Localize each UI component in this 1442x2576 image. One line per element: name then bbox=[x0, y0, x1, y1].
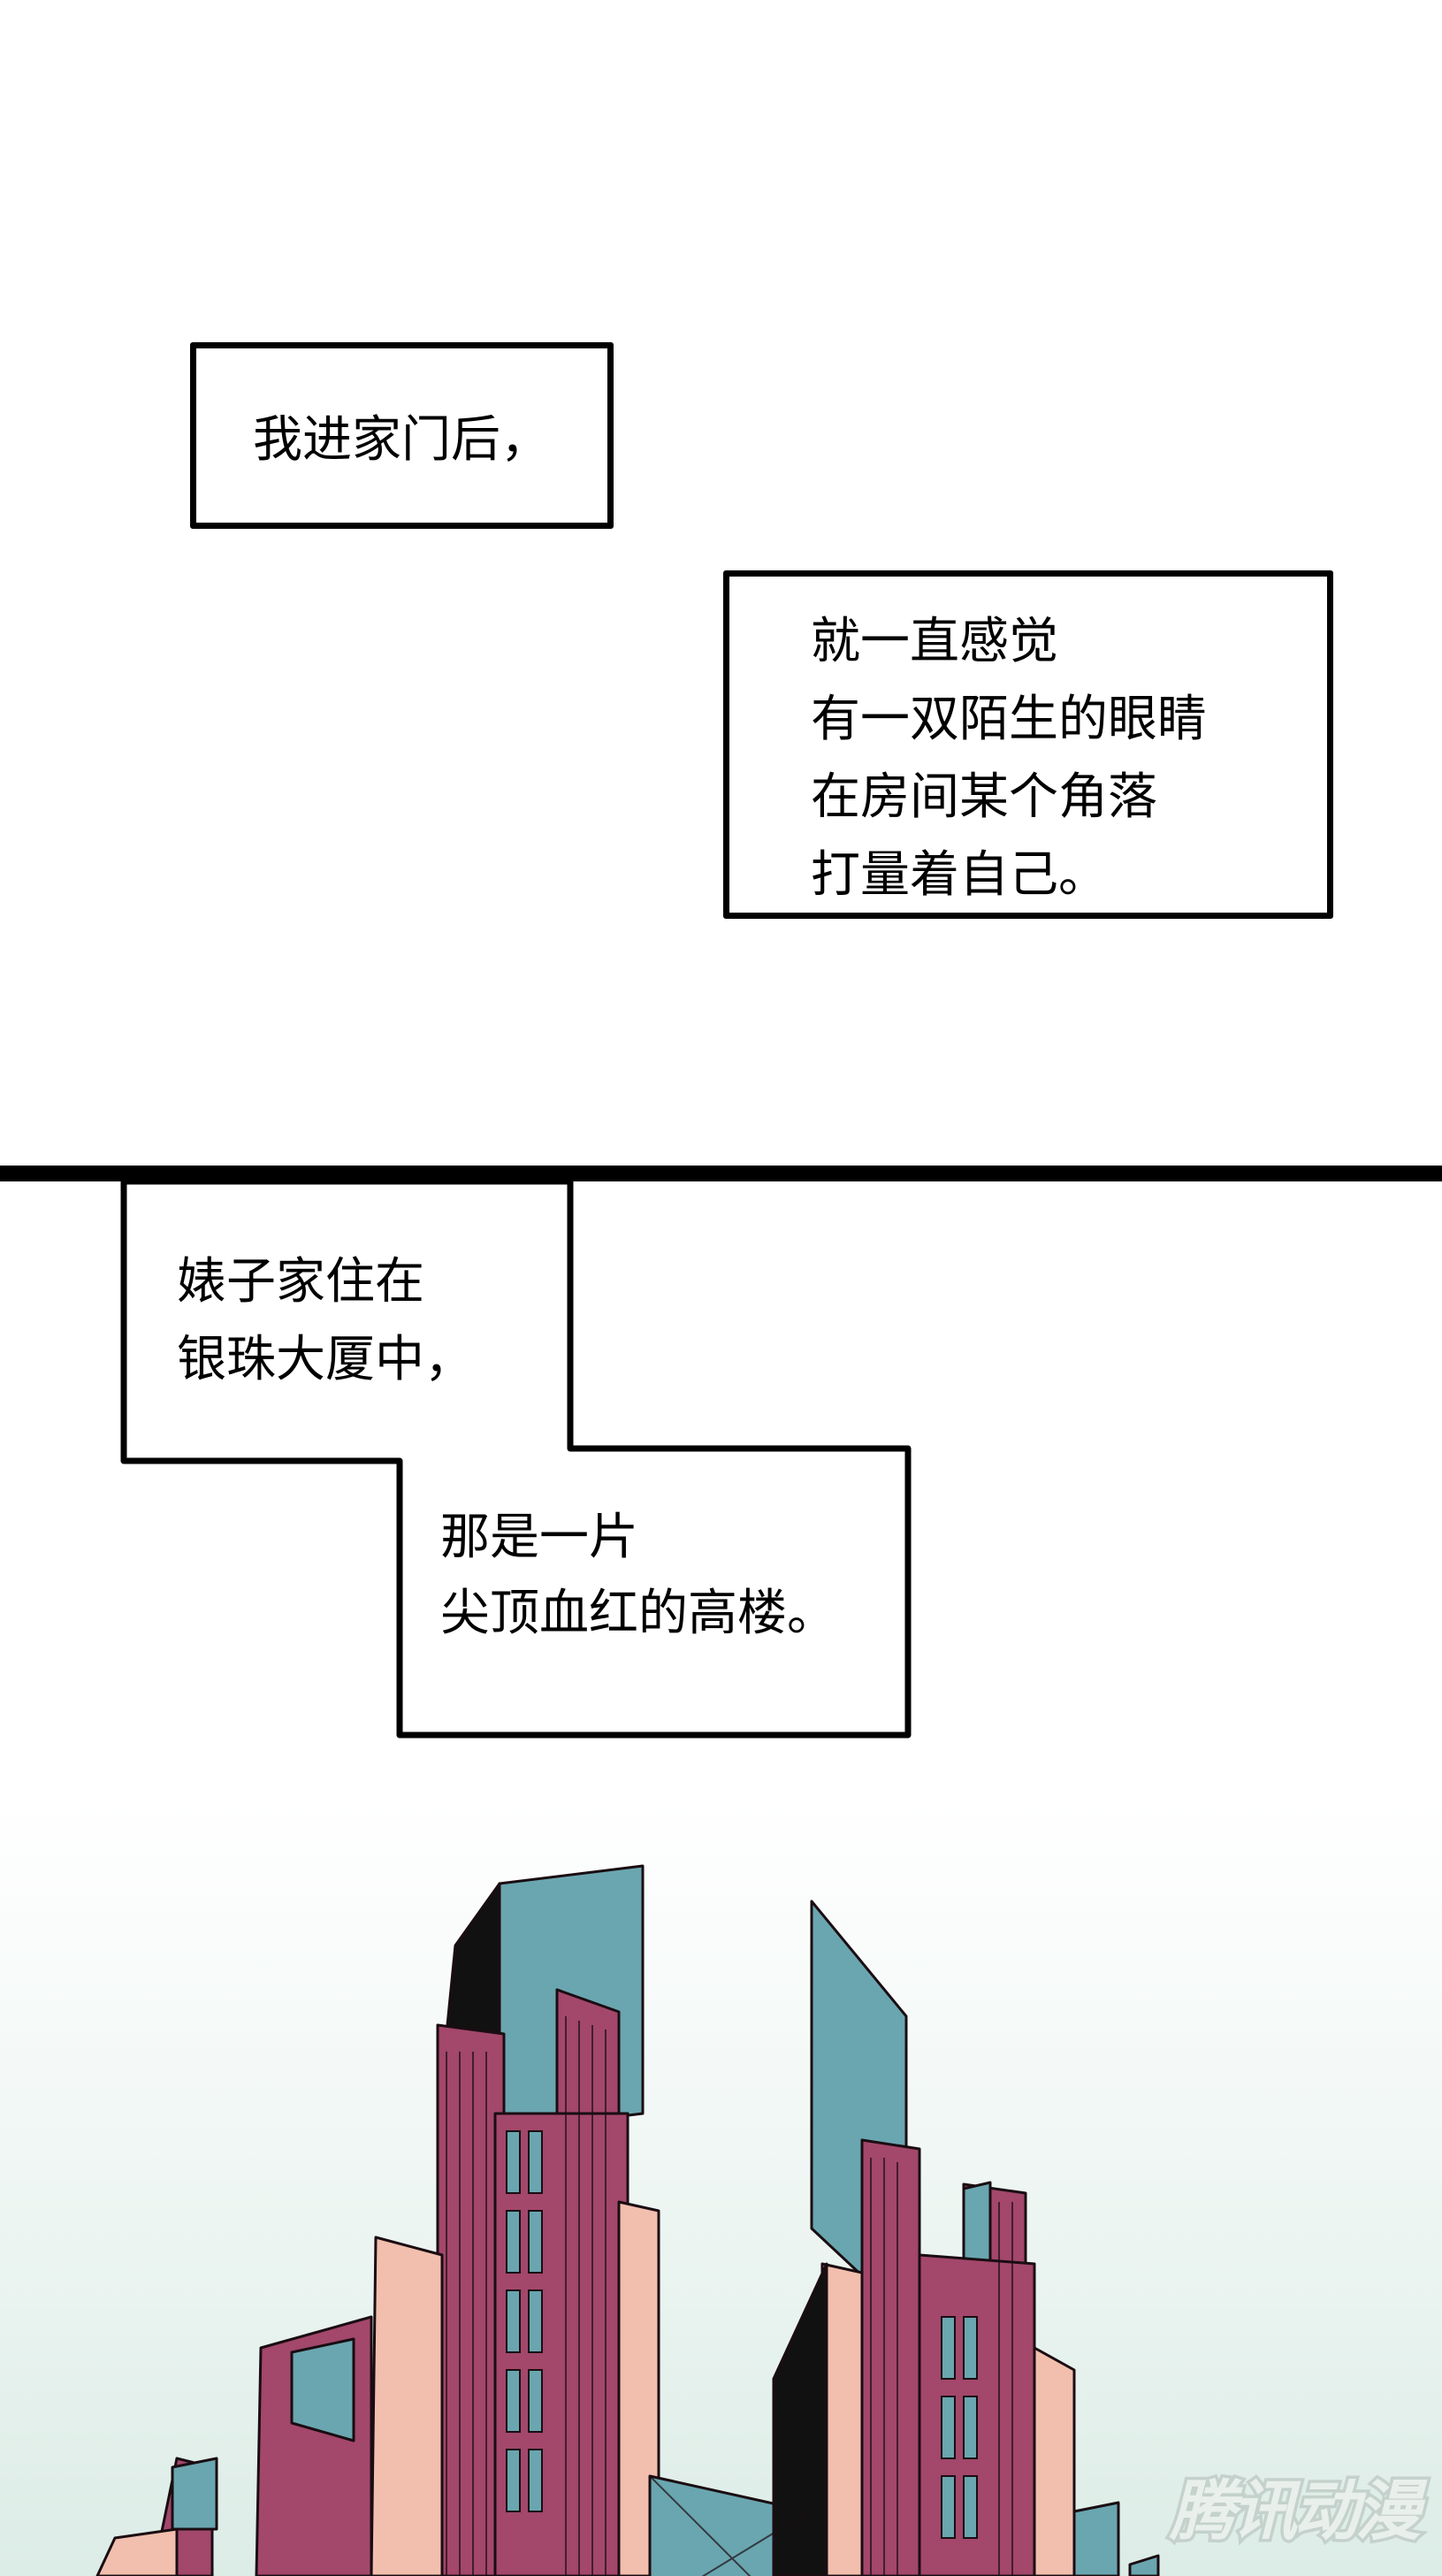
skyscraper-illustration bbox=[95, 1864, 1160, 2576]
stepped-caption-frame bbox=[120, 1181, 912, 1739]
caption-line: 尖顶血红的高楼。 bbox=[440, 1585, 836, 1642]
caption-box-2: 就一直感觉 有一双陌生的眼睛 在房间某个角落 打量着自己。 bbox=[723, 570, 1333, 919]
caption-line: 银珠大厦中， bbox=[177, 1331, 474, 1388]
caption-line: 婊子家住在 bbox=[177, 1253, 424, 1311]
caption-line: 那是一片 bbox=[440, 1509, 638, 1566]
caption-line: 就一直感觉 bbox=[811, 613, 1058, 670]
caption-line: 打量着自己。 bbox=[811, 846, 1108, 904]
caption-box-4: 那是一片 尖顶血红的高楼。 bbox=[440, 1500, 836, 1652]
caption-box-3: 婊子家住在 银珠大厦中， bbox=[177, 1243, 474, 1399]
caption-line: 我进家门后， bbox=[253, 411, 550, 469]
caption-line: 有一双陌生的眼睛 bbox=[811, 691, 1207, 748]
caption-box-1: 我进家门后， bbox=[190, 342, 614, 529]
comic-panel-1: 我进家门后， 就一直感觉 有一双陌生的眼睛 在房间某个角落 打量着自己。 bbox=[0, 0, 1442, 1167]
caption-line: 在房间某个角落 bbox=[811, 768, 1157, 826]
comic-panel-2: 婊子家住在 银珠大厦中， 那是一片 尖顶血红的高楼。 bbox=[0, 1181, 1442, 2576]
panel-divider bbox=[0, 1166, 1442, 1181]
watermark-logo: 腾讯动漫 bbox=[1167, 2471, 1424, 2553]
